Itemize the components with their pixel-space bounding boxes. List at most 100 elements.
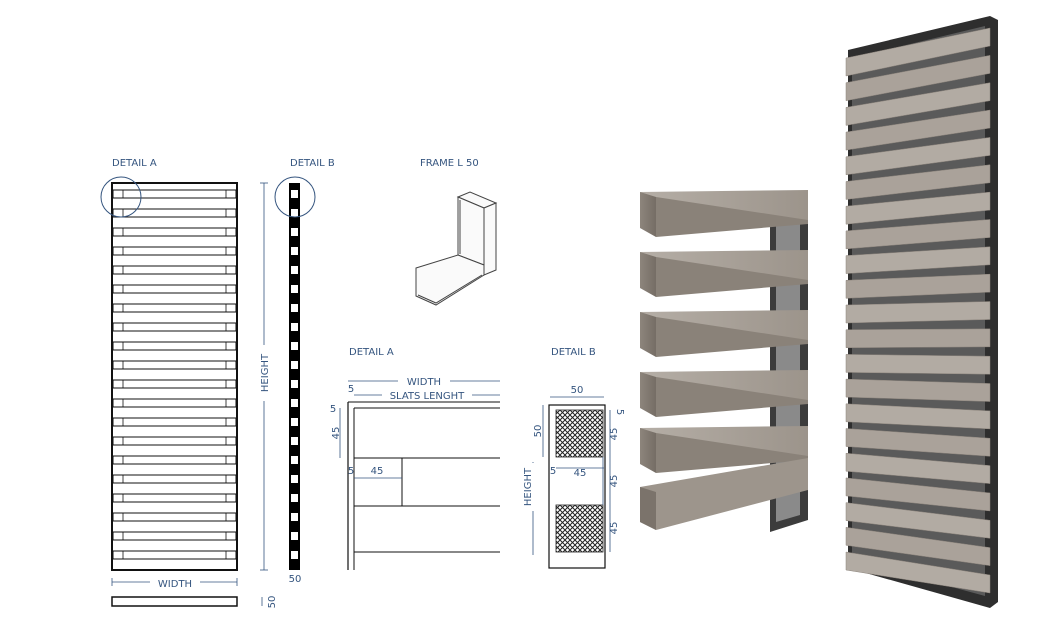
- slat-closeup-render: [640, 190, 808, 532]
- front-slat: [112, 550, 237, 560]
- side-gap: [291, 361, 298, 369]
- side-gap: [291, 475, 298, 483]
- side-gap: [291, 247, 298, 255]
- closeup-bottom-slat: [640, 458, 808, 530]
- strip-thickness-dim: 50: [261, 596, 278, 609]
- section-b-height-label: HEIGHT: [523, 467, 534, 506]
- slats-length-label: SLATS LENGHT: [390, 391, 465, 402]
- frame-l-profile: [415, 191, 498, 306]
- panel-slat: [845, 452, 991, 484]
- panel-slat: [845, 164, 991, 200]
- side-gap: [291, 399, 298, 407]
- panel-slat: [845, 551, 991, 594]
- section-b-five-low: 5: [550, 466, 556, 477]
- side-gap: [291, 418, 298, 426]
- front-slat: [112, 246, 237, 256]
- section-a-five-left: 5: [330, 404, 336, 415]
- section-b-45-r3: 45: [609, 522, 620, 535]
- front-slat: [112, 512, 237, 522]
- side-gap: [291, 266, 298, 274]
- front-slat: [112, 398, 237, 408]
- panel-slat: [845, 109, 991, 151]
- height-dimension: HEIGHT: [257, 182, 271, 571]
- frame-l50-label: FRAME L 50: [420, 158, 479, 169]
- panel-slat: [845, 328, 991, 348]
- side-gap: [291, 494, 298, 502]
- detail-b-label: DETAIL B: [290, 158, 335, 169]
- section-b-45-r2: 45: [609, 475, 620, 488]
- panel-slat: [845, 403, 991, 430]
- side-slat-gaps: [291, 190, 298, 559]
- section-b-five-right: 5: [614, 409, 625, 415]
- front-slat: [112, 265, 237, 275]
- section-a-45-horiz: 45: [371, 466, 384, 477]
- width-dimension: WIDTH: [111, 576, 238, 590]
- side-gap: [291, 342, 298, 350]
- height-label: HEIGHT: [260, 353, 271, 392]
- front-slat: [112, 189, 237, 199]
- front-slat: [112, 531, 237, 541]
- section-b-45-horiz: 45: [574, 468, 587, 479]
- panel-slat: [845, 301, 991, 324]
- front-slat: [112, 379, 237, 389]
- front-elevation: [100, 176, 238, 571]
- side-gap: [291, 190, 298, 198]
- front-slat: [112, 474, 237, 484]
- side-gap: [291, 209, 298, 217]
- closeup-slat: [640, 426, 808, 473]
- strip-fifty-label: 50: [267, 596, 278, 609]
- side-gap: [291, 437, 298, 445]
- panel-slat: [845, 246, 991, 274]
- front-slat: [112, 417, 237, 427]
- front-slat: [112, 360, 237, 370]
- detail-b-circle: [274, 176, 316, 218]
- side-section: [274, 176, 316, 570]
- section-b-45-r1: 45: [609, 428, 620, 441]
- panel-slat: [845, 527, 991, 566]
- section-a-five-top: 5: [348, 384, 354, 395]
- front-slats: [112, 189, 237, 560]
- plan-strip: [111, 596, 238, 607]
- detail-a-section: WIDTH SLATS LENGHT 5 45 5 45 5: [330, 374, 500, 570]
- panel-slat: [845, 273, 991, 299]
- panel-slat: [845, 137, 991, 176]
- side-gap: [291, 228, 298, 236]
- front-slat: [112, 341, 237, 351]
- side-gap: [291, 304, 298, 312]
- front-slat: [112, 322, 237, 332]
- detail-b-section: 50 45 5 50 HEIGHT 5 45 45 45: [523, 385, 625, 569]
- side-gap: [291, 551, 298, 559]
- side-gap: [291, 456, 298, 464]
- section-a-45-vert: 45: [331, 427, 342, 440]
- full-panel-render: [845, 16, 998, 608]
- width-label: WIDTH: [158, 579, 192, 590]
- panel-slat: [845, 378, 991, 402]
- panel-slat: [845, 428, 991, 457]
- side-gap: [291, 532, 298, 540]
- panel-slat: [845, 191, 991, 225]
- front-slat: [112, 227, 237, 237]
- side-frame-bar: [289, 183, 300, 570]
- section-b-50-top: 50: [571, 385, 584, 396]
- side-gap: [291, 285, 298, 293]
- section-a-five-low: 5: [348, 466, 354, 477]
- panel-slat: [845, 82, 991, 126]
- detail-a-label: DETAIL A: [112, 158, 157, 169]
- panel-slat: [845, 219, 991, 250]
- front-slat: [112, 436, 237, 446]
- detail-a-circle: [100, 176, 142, 218]
- front-slat: [112, 455, 237, 465]
- closeup-slat: [640, 310, 808, 357]
- closeup-slat: [640, 370, 808, 417]
- side-gap: [291, 380, 298, 388]
- front-slat: [112, 284, 237, 294]
- panel-slat: [845, 477, 991, 512]
- detail-a-section-label: DETAIL A: [349, 347, 394, 358]
- section-width-label: WIDTH: [407, 377, 441, 388]
- closeup-slat: [640, 250, 808, 297]
- panel-slat: [845, 27, 991, 77]
- side-gap: [291, 323, 298, 331]
- section-b-50-side: 50: [533, 425, 544, 438]
- panel-slat: [845, 354, 991, 375]
